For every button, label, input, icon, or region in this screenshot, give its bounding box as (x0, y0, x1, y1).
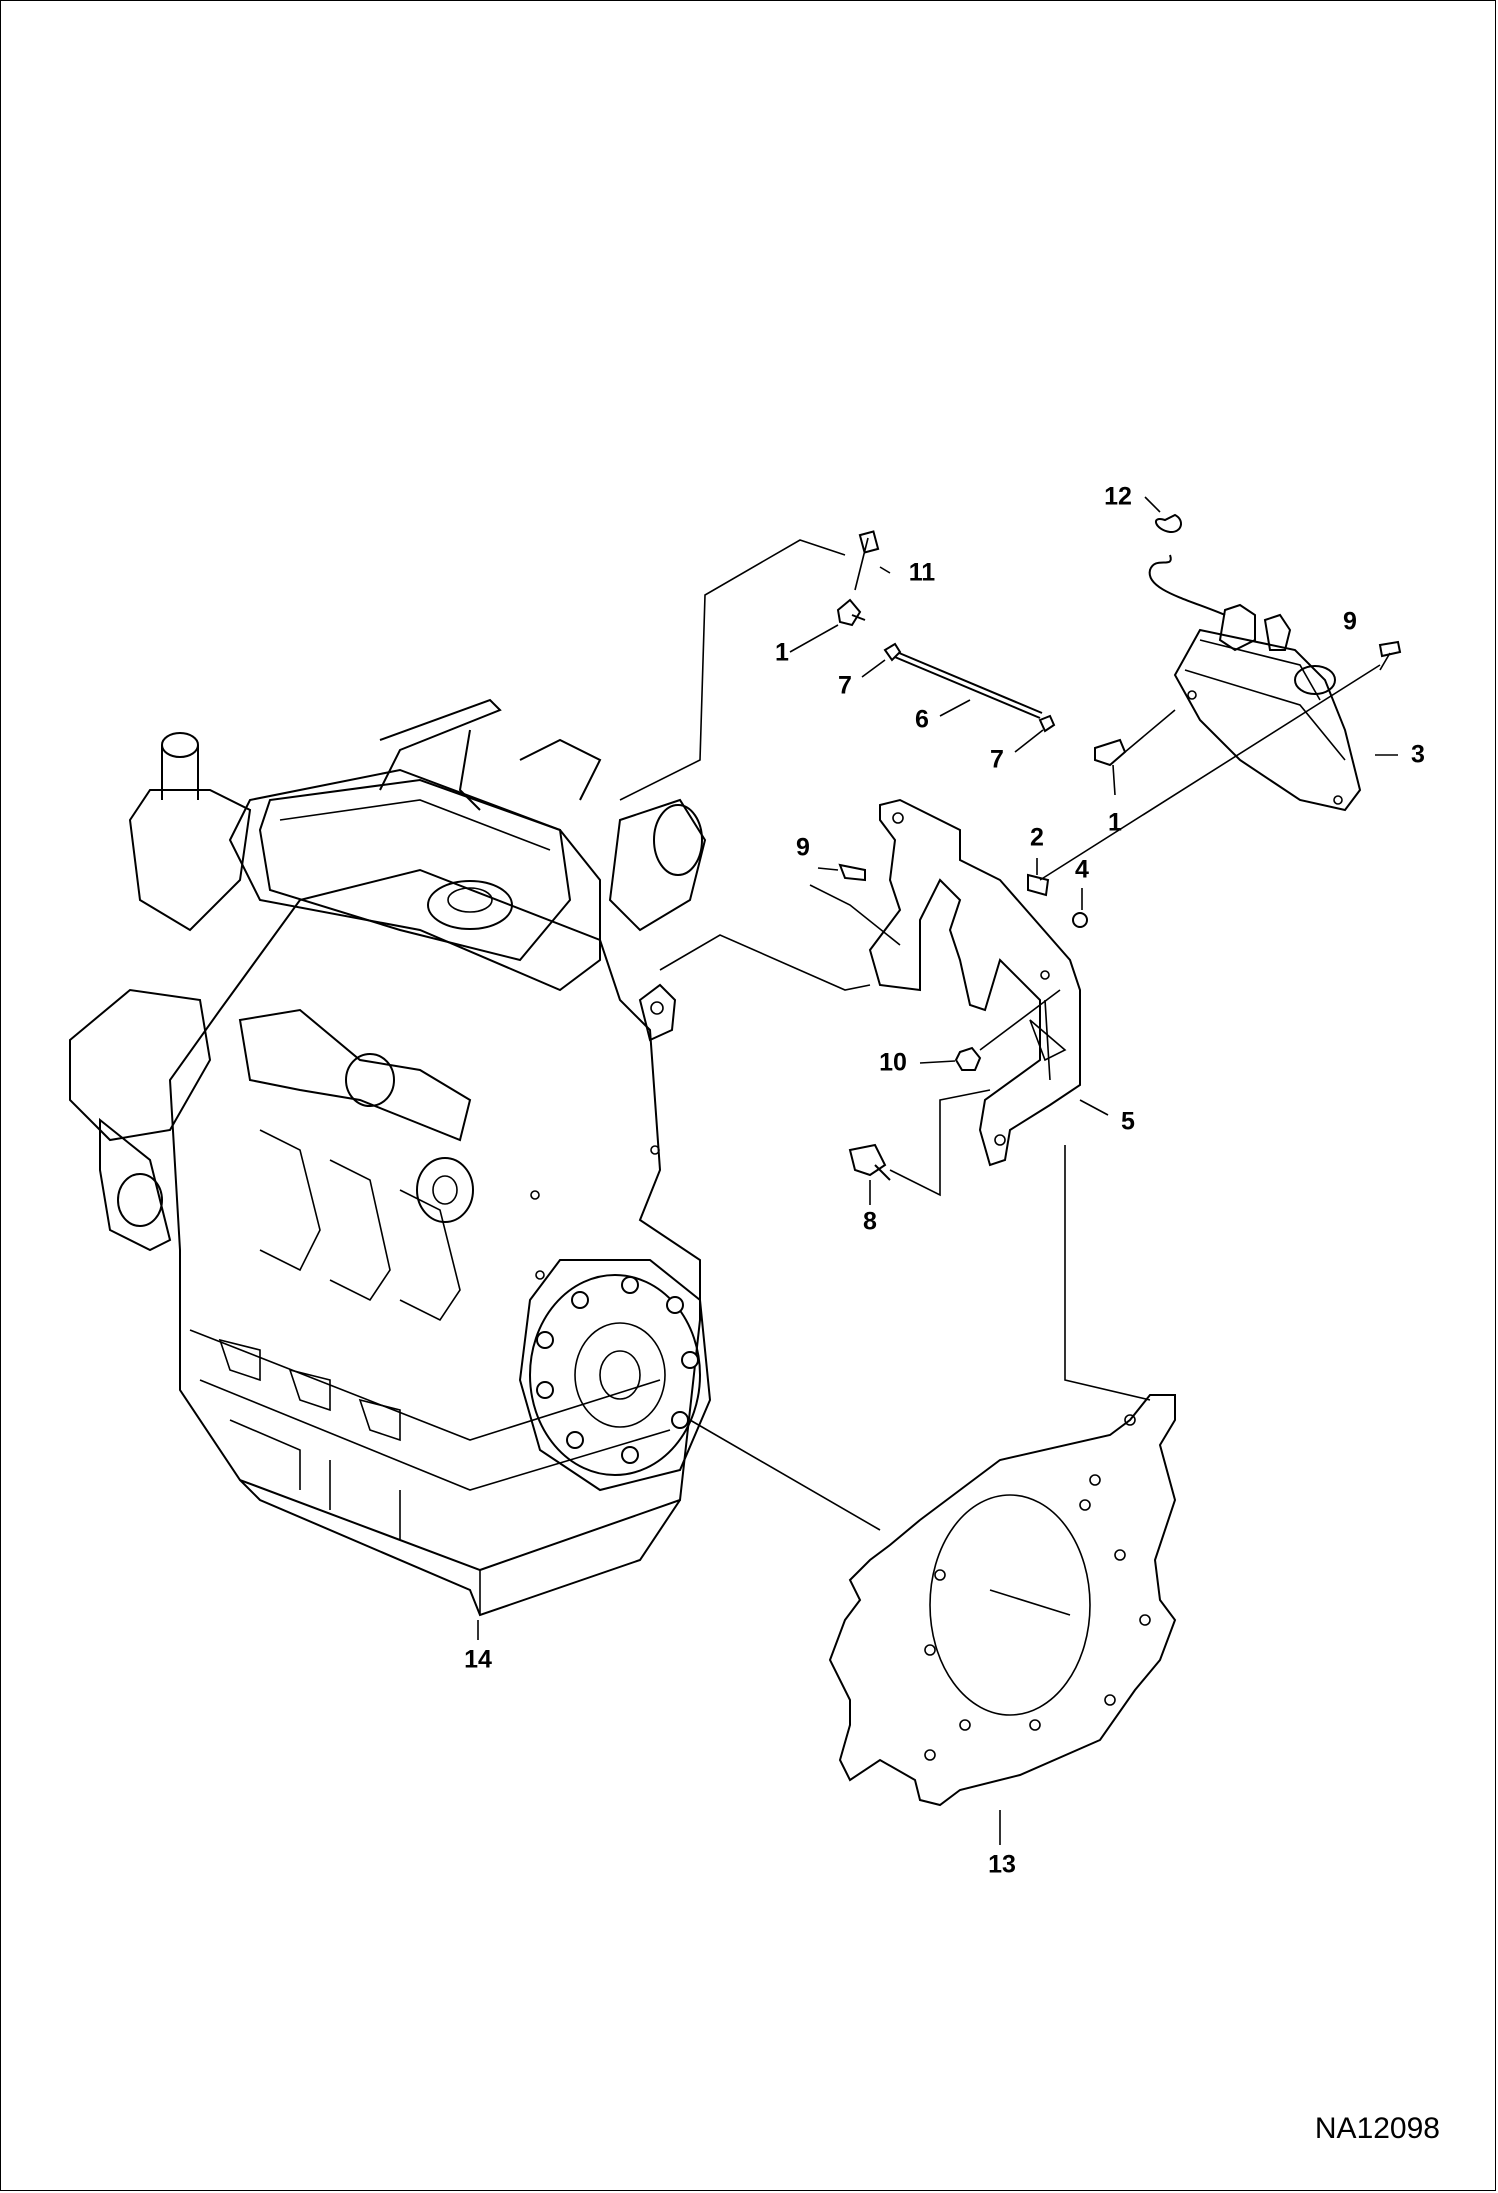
callout-1-lower: 1 (1108, 808, 1122, 837)
callout-10: 10 (879, 1048, 907, 1077)
linkage-rod-assembly (836, 530, 1402, 1181)
callout-3: 3 (1411, 740, 1425, 769)
callout-5: 5 (1121, 1107, 1135, 1136)
engine-assembly (69, 698, 712, 1617)
callout-12: 12 (1104, 482, 1132, 511)
callout-14: 14 (464, 1645, 492, 1674)
callout-1-upper: 1 (775, 638, 789, 667)
callout-8: 8 (863, 1207, 877, 1236)
leader-lines (477, 496, 1398, 1845)
callout-6: 6 (915, 705, 929, 734)
flywheel-bolts (536, 1276, 699, 1464)
callout-13: 13 (988, 1850, 1016, 1879)
callout-7-right: 7 (990, 745, 1004, 774)
callout-7-left: 7 (838, 671, 852, 700)
callout-4: 4 (1075, 855, 1089, 884)
callout-2: 2 (1030, 823, 1044, 852)
controller-module (1148, 513, 1362, 812)
callout-9-upper-right: 9 (1343, 607, 1357, 636)
callout-9-left: 9 (796, 833, 810, 862)
callout-11: 11 (908, 558, 936, 587)
adapter-plate (828, 1394, 1177, 1807)
figure-id: NA12098 (1314, 2112, 1440, 2145)
mounting-bracket (868, 798, 1081, 1167)
